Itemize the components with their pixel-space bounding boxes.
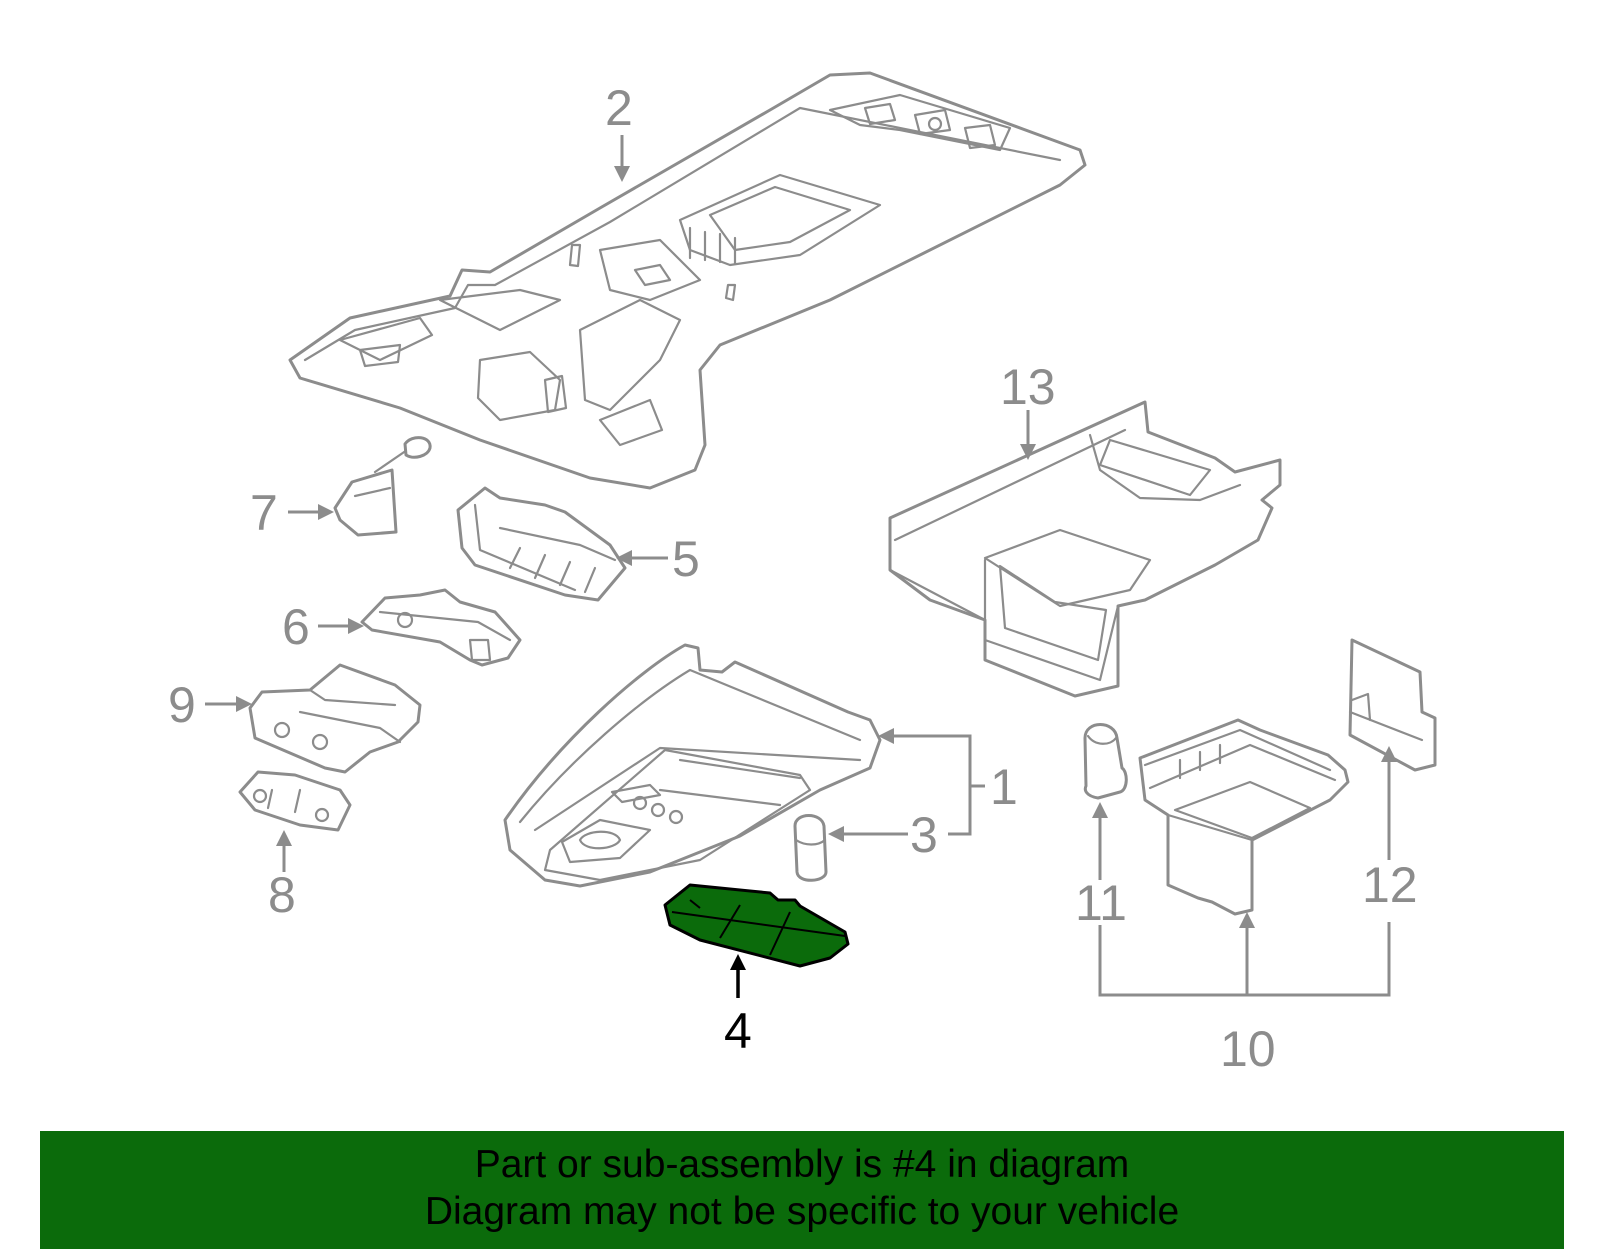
part-10-lamp-assembly[interactable]	[1138, 718, 1350, 916]
banner-line-1: Part or sub-assembly is #4 in diagram	[474, 1143, 1130, 1186]
leaders-1-3	[828, 728, 985, 842]
callout-12: 12	[1362, 857, 1418, 913]
callout-11: 11	[1075, 875, 1127, 931]
arrowhead-5	[616, 550, 632, 566]
part-3-bulb[interactable]	[793, 814, 828, 882]
callout-5: 5	[672, 531, 700, 587]
arrowhead-12	[1381, 746, 1397, 762]
arrowhead-7	[318, 504, 334, 520]
callout-9: 9	[168, 677, 196, 733]
callout-3: 3	[910, 807, 938, 863]
part-9-frame-bracket[interactable]	[248, 663, 422, 774]
part-1-overhead-console[interactable]	[503, 643, 882, 888]
part-12-lens[interactable]	[1348, 638, 1437, 772]
arrowhead-11	[1092, 802, 1108, 818]
callout-7: 7	[250, 485, 278, 541]
callout-8: 8	[268, 867, 296, 923]
info-banner: Part or sub-assembly is #4 in diagram Di…	[40, 1131, 1564, 1249]
part-2-headliner[interactable]	[288, 71, 1087, 490]
callout-13: 13	[1000, 359, 1056, 415]
arrowhead-9	[236, 696, 252, 712]
callout-2: 2	[605, 80, 633, 136]
banner-line-2: Diagram may not be specific to your vehi…	[424, 1190, 1180, 1233]
part-5-lamp-housing[interactable]	[456, 486, 627, 602]
arrowhead-6	[348, 618, 364, 634]
callout-1: 1	[990, 759, 1018, 815]
part-11-bulb[interactable]	[1083, 723, 1128, 800]
part-8-plate[interactable]	[238, 770, 352, 832]
part-6-bracket[interactable]	[360, 588, 522, 667]
arrowhead-2	[614, 166, 630, 182]
arrowhead-4	[730, 954, 746, 970]
part-13-rear-console[interactable]	[888, 400, 1282, 698]
callout-4: 4	[724, 1003, 752, 1059]
leaders-10-group	[1098, 912, 1391, 997]
arrowhead-8	[276, 830, 292, 846]
callout-10: 10	[1220, 1021, 1276, 1077]
part-4-highlighted-cover[interactable]	[663, 883, 850, 968]
callout-6: 6	[282, 599, 310, 655]
part-7-lamp-bracket[interactable]	[333, 436, 432, 537]
arrowhead-13	[1020, 444, 1036, 460]
